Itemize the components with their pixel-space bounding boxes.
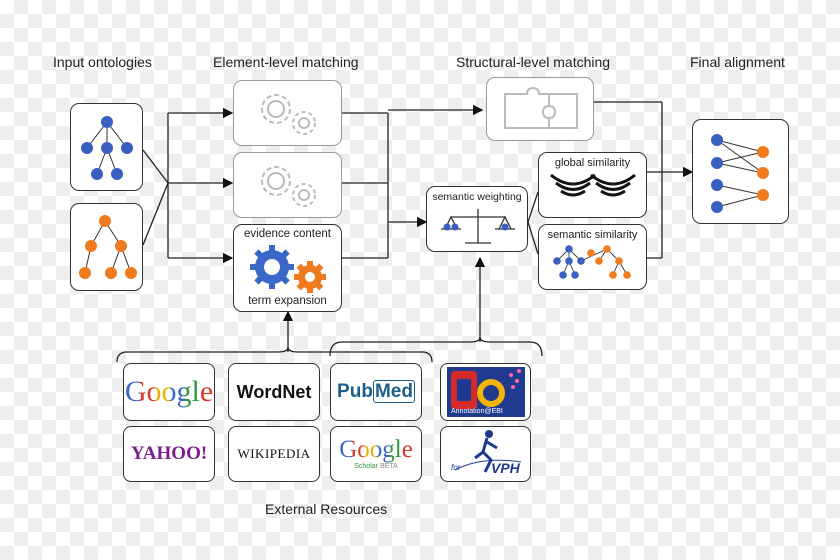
google-logo: Google bbox=[123, 363, 215, 421]
header-input-ontologies: Input ontologies bbox=[53, 54, 152, 70]
signal-waves-icon bbox=[550, 173, 636, 197]
term-expansion-label: term expansion bbox=[248, 295, 327, 307]
orange-tree-icon bbox=[79, 215, 137, 279]
google-wordmark: Google bbox=[124, 375, 214, 408]
balance-scale-icon bbox=[441, 209, 515, 244]
merged-trees-icon bbox=[553, 245, 631, 279]
gears-icon bbox=[261, 166, 316, 207]
header-structural-level-matching: Structural-level matching bbox=[456, 54, 611, 70]
scholar-beta: BETA bbox=[379, 463, 398, 470]
yahoo-wordmark: YAHOO! bbox=[130, 443, 208, 464]
evidence-content-box: evidence content term expansion bbox=[233, 224, 342, 312]
pubmed-part-2: Med bbox=[372, 380, 415, 403]
wikipedia-logo: WIKIPEDIA bbox=[228, 426, 320, 482]
scholar-subtitle: Scholar bbox=[354, 463, 378, 470]
wikipedia-wordmark: WIKIPEDIA bbox=[237, 446, 311, 461]
element-matcher-box-2 bbox=[233, 152, 342, 218]
element-matcher-box-1 bbox=[233, 80, 342, 146]
gears-icon bbox=[261, 94, 316, 135]
google-scholar-wordmark: Google bbox=[339, 436, 413, 463]
semantic-similarity-label: semantic similarity bbox=[547, 229, 638, 241]
pubmed-part-1: Pub bbox=[337, 381, 373, 402]
input-ontology-blue-box bbox=[70, 103, 143, 191]
header-element-level-matching: Element-level matching bbox=[213, 54, 359, 70]
evidence-content-label: evidence content bbox=[244, 228, 331, 240]
vph-wordmark: VPH bbox=[491, 460, 520, 476]
puzzle-box bbox=[486, 77, 594, 141]
semantic-weighting-box: semantic weighting bbox=[426, 186, 528, 252]
final-alignment-box bbox=[692, 119, 789, 224]
yahoo-logo: YAHOO! bbox=[123, 426, 215, 482]
go-logo-icon bbox=[447, 367, 525, 417]
vph-logo: for VPH bbox=[440, 426, 531, 482]
go-caption: Annotation@EBI bbox=[451, 408, 503, 415]
puzzle-icon bbox=[504, 86, 578, 129]
vph-prefix: for bbox=[451, 463, 461, 472]
runner-figure-icon bbox=[454, 430, 522, 473]
gene-ontology-logo: Annotation@EBI bbox=[440, 363, 531, 421]
header-final-alignment: Final alignment bbox=[690, 54, 785, 70]
colored-gears-icon bbox=[250, 245, 326, 293]
external-resources-label: External Resources bbox=[265, 501, 388, 517]
input-ontology-orange-box bbox=[70, 203, 143, 291]
wordnet-wordmark: WordNet bbox=[236, 381, 312, 402]
semantic-weighting-label: semantic weighting bbox=[432, 191, 522, 203]
wordnet-logo: WordNet bbox=[228, 363, 320, 421]
google-scholar-logo: Google Scholar BETA bbox=[330, 426, 422, 482]
blue-tree-icon bbox=[81, 116, 133, 180]
global-similarity-label: global similarity bbox=[554, 157, 631, 169]
semantic-similarity-box: semantic similarity bbox=[538, 224, 647, 290]
global-similarity-box: global similarity bbox=[538, 152, 647, 218]
bipartite-alignment-icon bbox=[711, 134, 769, 213]
